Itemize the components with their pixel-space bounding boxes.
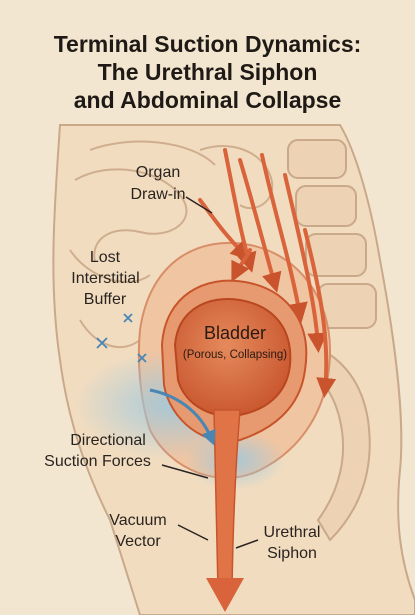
label-bladder: Bladder [180,323,290,343]
label-vector: Vector [98,532,178,552]
label-draw-in: Draw-in [118,185,198,205]
label-interstitial: Interstitial [48,269,163,289]
label-directional: Directional [38,431,178,451]
label-siphon: Siphon [252,544,332,564]
title-line-2: The Urethral Siphon [0,58,415,86]
title-line-1: Terminal Suction Dynamics: [0,30,415,58]
title-line-3: and Abdominal Collapse [0,86,415,114]
label-organ: Organ [118,163,198,183]
label-lost: Lost [55,248,155,268]
label-buffer: Buffer [55,290,155,310]
label-bladder-sub: (Porous, Collapsing) [170,345,300,365]
label-vacuum: Vacuum [98,511,178,531]
label-urethral: Urethral [252,523,332,543]
label-suction-forces: Suction Forces [30,452,165,472]
